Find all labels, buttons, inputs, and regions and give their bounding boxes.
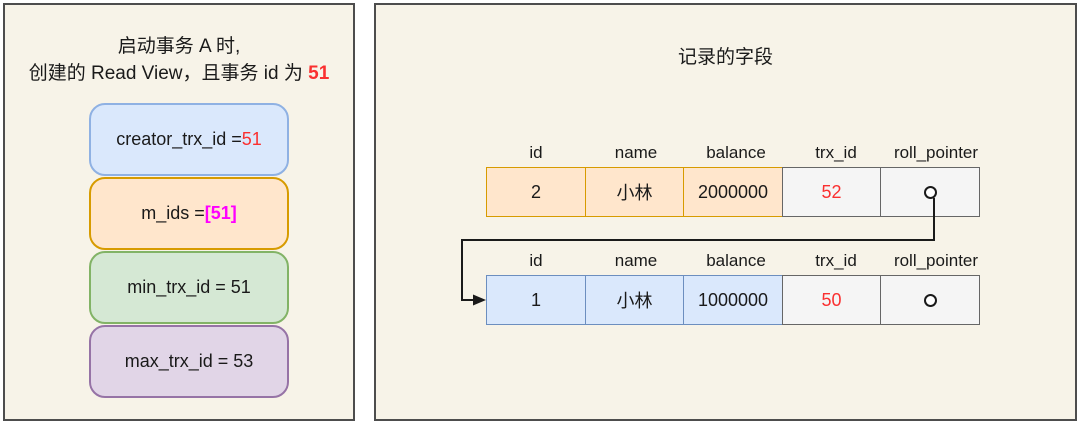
header-roll-pointer: roll_pointer: [893, 143, 979, 162]
cell-roll-pointer: [880, 275, 980, 325]
trx-id-value: 52: [821, 181, 842, 202]
m-ids-label: m_ids =: [141, 203, 205, 223]
record-header-row: id name balance trx_id roll_pointer: [486, 251, 987, 275]
cell-roll-pointer: [880, 167, 980, 217]
cell-id: 2: [486, 167, 586, 217]
table-row: 1 小林 1000000 50: [486, 275, 987, 325]
read-view-title-line2: 创建的 Read View，且事务 id 为: [28, 63, 309, 84]
m-ids-value: [51]: [204, 203, 237, 223]
read-view-title-line1: 启动事务 A 时,: [117, 36, 241, 57]
record-fields-panel: 记录的字段 id name balance trx_id roll_pointe…: [374, 3, 1077, 421]
read-view-panel: 启动事务 A 时, 创建的 Read View，且事务 id 为 51 crea…: [3, 3, 355, 421]
trx-id-value: 50: [821, 289, 842, 310]
record-row-old-version: id name balance trx_id roll_pointer 1 小林…: [486, 251, 987, 325]
header-id: id: [529, 251, 543, 270]
record-fields-title: 记录的字段: [677, 47, 773, 68]
cell-trx-id: 50: [781, 275, 882, 325]
read-view-title-trx-id: 51: [308, 63, 330, 84]
cell-balance: 1000000: [683, 275, 783, 325]
header-roll-pointer: roll_pointer: [893, 251, 979, 270]
header-balance: balance: [706, 143, 766, 162]
header-id: id: [529, 143, 543, 162]
creator-trx-id-label: creator_trx_id =: [116, 129, 242, 149]
read-view-title: 启动事务 A 时, 创建的 Read View，且事务 id 为 51: [5, 33, 353, 87]
header-balance: balance: [706, 251, 766, 270]
record-row-latest: id name balance trx_id roll_pointer 2 小林…: [486, 143, 987, 217]
header-name: name: [614, 143, 658, 162]
header-name: name: [614, 251, 658, 270]
header-trx-id: trx_id: [815, 251, 857, 270]
m-ids-box: m_ids = [51]: [89, 177, 289, 250]
min-trx-id-box: min_trx_id = 51: [89, 251, 289, 324]
table-row: 2 小林 2000000 52: [486, 167, 987, 217]
cell-name: 小林: [584, 275, 685, 325]
max-trx-id-box: max_trx_id = 53: [89, 325, 289, 398]
roll-pointer-icon: [923, 185, 937, 199]
cell-balance: 2000000: [683, 167, 783, 217]
header-trx-id: trx_id: [815, 143, 857, 162]
roll-pointer-icon: [923, 293, 937, 307]
cell-id: 1: [486, 275, 586, 325]
cell-trx-id: 52: [781, 167, 882, 217]
max-trx-id-label: max_trx_id = 53: [124, 351, 254, 371]
cell-name: 小林: [584, 167, 685, 217]
min-trx-id-label: min_trx_id = 51: [127, 277, 251, 297]
creator-trx-id-value: 51: [241, 129, 262, 149]
record-header-row: id name balance trx_id roll_pointer: [486, 143, 987, 167]
creator-trx-id-box: creator_trx_id = 51: [89, 103, 289, 176]
